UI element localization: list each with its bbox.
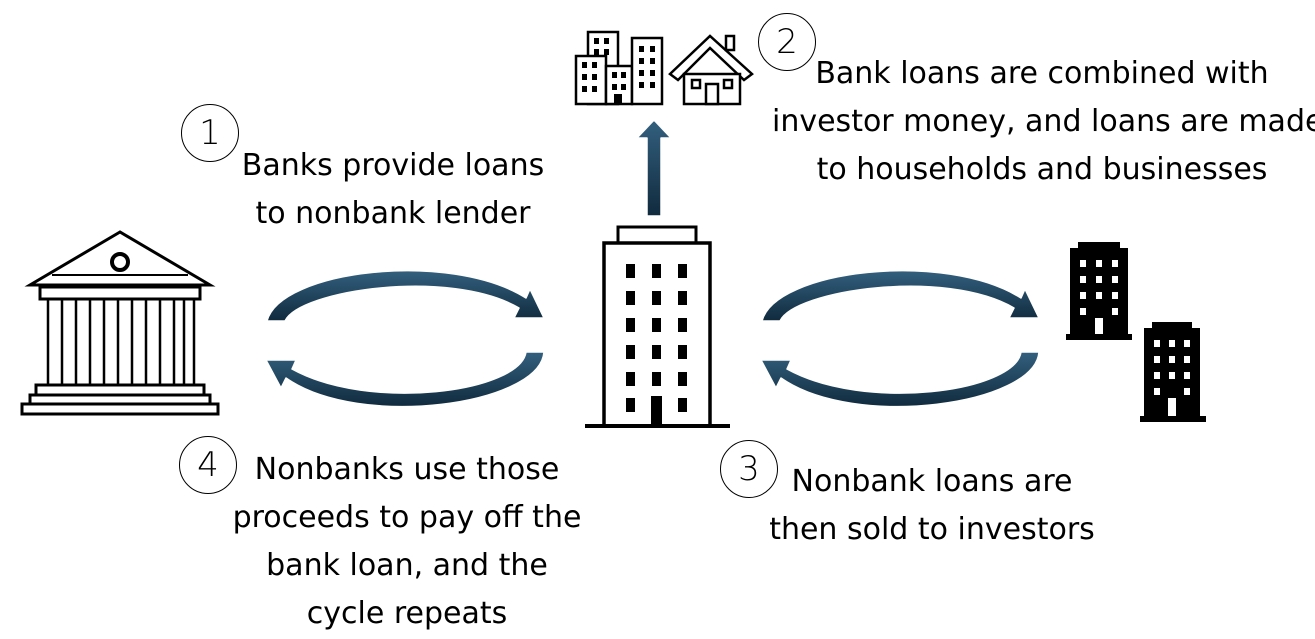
step-4-line-2: proceeds to pay off the <box>232 500 582 535</box>
step-1-line-1: Banks provide loans <box>241 148 545 183</box>
step-2-line-3: to households and businesses <box>816 152 1268 187</box>
step-2-caption: Bank loans are combined with investor mo… <box>772 50 1315 194</box>
step-4-line-3: bank loan, and the <box>266 548 548 583</box>
investor-buildings-icon <box>1066 242 1206 422</box>
step-2-line-2: investor money, and loans are made <box>772 104 1315 139</box>
step-4-line-1: Nonbanks use those <box>254 452 560 487</box>
bank-icon <box>20 230 220 416</box>
step-3-number: 3 <box>720 440 778 498</box>
right-cycle-arrow-bottom <box>760 351 1040 408</box>
step-3-line-1: Nonbank loans are <box>791 464 1073 499</box>
step-4-line-4: cycle repeats <box>306 596 508 631</box>
step-2-line-1: Bank loans are combined with <box>815 56 1269 91</box>
step-1-caption: Banks provide loans to nonbank lender <box>220 142 566 238</box>
nonbank-building-icon <box>585 225 730 428</box>
step-3-caption: Nonbank loans are then sold to investors <box>762 458 1102 554</box>
step-1-line-2: to nonbank lender <box>255 196 531 231</box>
right-cycle-arrow-top <box>761 269 1040 322</box>
left-cycle-arrow-top <box>266 269 545 322</box>
step-1-number: 1 <box>181 104 239 162</box>
left-cycle-arrow-bottom <box>265 351 545 408</box>
step-2-number: 2 <box>758 13 816 71</box>
up-arrow <box>636 119 672 217</box>
step-4-number: 4 <box>179 436 237 494</box>
step-3-line-2: then sold to investors <box>769 512 1095 547</box>
city-and-house-icon <box>574 30 754 106</box>
step-4-caption: Nonbanks use those proceeds to pay off t… <box>226 446 588 638</box>
